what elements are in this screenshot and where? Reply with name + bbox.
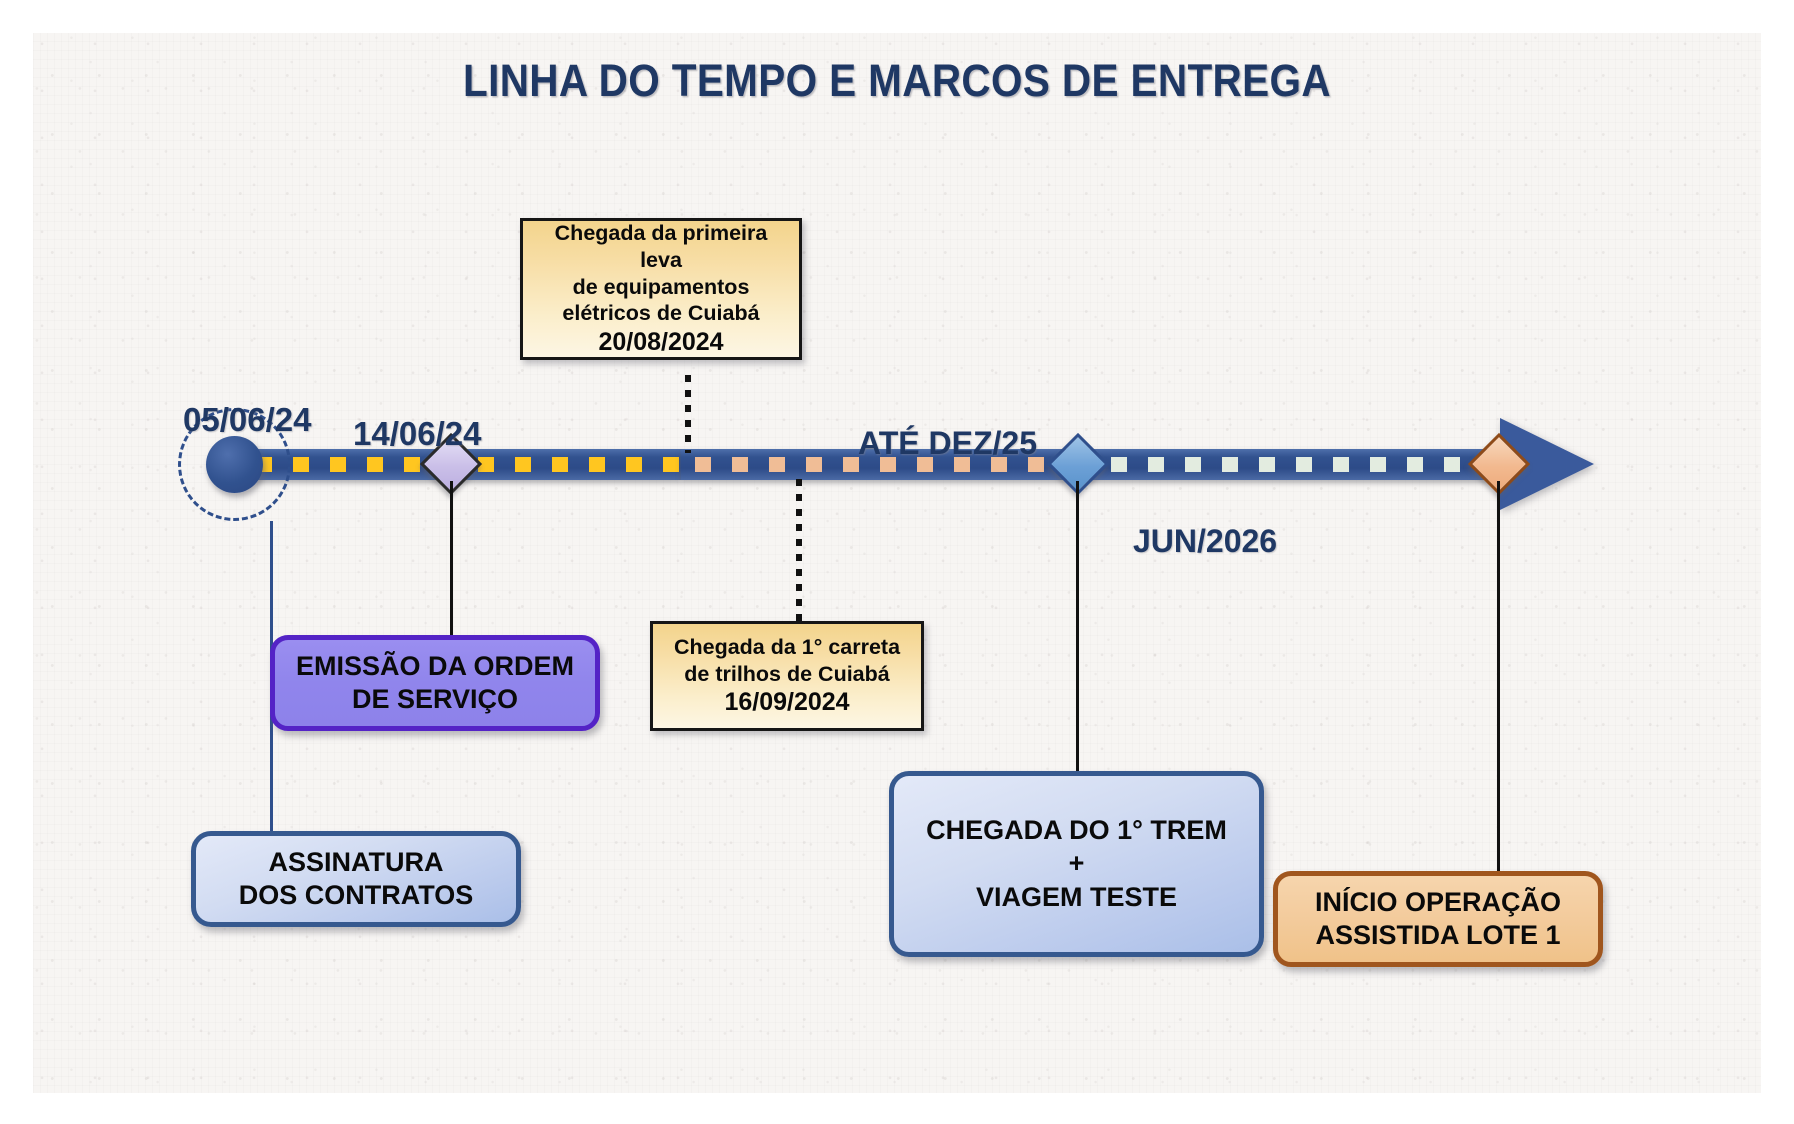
start-node-dashed-ring-icon	[178, 408, 291, 521]
timeline-dash	[663, 457, 679, 472]
callout-chegada-primeiro-trem[interactable]: CHEGADA DO 1° TREM + VIAGEM TESTE	[889, 771, 1264, 957]
timeline-dash	[1296, 457, 1312, 472]
note1-date: 20/08/2024	[598, 327, 724, 356]
timeline-dash	[1333, 457, 1349, 472]
timeline-dash	[1028, 457, 1044, 472]
callout-emissao-line-2: DE SERVIÇO	[351, 684, 519, 714]
timeline-dash	[991, 457, 1007, 472]
timeline-dash	[843, 457, 859, 472]
timeline-dash	[954, 457, 970, 472]
timeline-dash	[1148, 457, 1164, 472]
timeline-dash	[1444, 457, 1460, 472]
timeline-dashes-yellow	[238, 457, 681, 472]
note2-line-1: Chegada da 1° carreta	[673, 634, 901, 659]
timeline-dash	[695, 457, 711, 472]
callout-assinatura-contratos[interactable]: ASSINATURA DOS CONTRATOS	[191, 831, 521, 927]
callout-emissao-line-1: EMISSÃO DA ORDEM	[295, 650, 574, 681]
callout-inicio-line-1: INÍCIO OPERAÇÃO	[1314, 886, 1562, 917]
timeline-dash	[478, 457, 494, 472]
timeline-dash	[1222, 457, 1238, 472]
timeline-dash	[293, 457, 309, 472]
timeline-dash	[404, 457, 420, 472]
date-label-milestone-2: ATÉ DEZ/25	[858, 425, 1037, 461]
timeline-dash	[1259, 457, 1275, 472]
timeline-dash	[589, 457, 605, 472]
callout-assinatura-line-1: ASSINATURA	[268, 846, 444, 877]
timeline-dash	[1370, 457, 1386, 472]
timeline-dash	[1185, 457, 1201, 472]
slide-canvas: LINHA DO TEMPO E MARCOS DE ENTREGA 05/06…	[33, 33, 1761, 1093]
callout-trem-line-3: VIAGEM TESTE	[975, 881, 1178, 912]
callout-trem-line-2: +	[1068, 848, 1085, 879]
page-title: LINHA DO TEMPO E MARCOS DE ENTREGA	[462, 55, 1332, 106]
timeline-dash	[917, 457, 933, 472]
connector-blue-to-trem	[1076, 481, 1079, 781]
timeline-dash	[732, 457, 748, 472]
connector-note1-dotted	[685, 375, 691, 453]
timeline-dash	[626, 457, 642, 472]
timeline-dash	[880, 457, 896, 472]
note2-date: 16/09/2024	[724, 688, 850, 717]
date-label-milestone-3: JUN/2026	[1133, 523, 1278, 559]
timeline-dash	[367, 457, 383, 472]
callout-assinatura-line-2: DOS CONTRATOS	[238, 880, 474, 910]
start-node-circle-icon[interactable]	[206, 436, 263, 493]
timeline-dashes-mint	[1105, 457, 1505, 472]
callout-inicio-line-2: ASSISTIDA LOTE 1	[1315, 920, 1561, 950]
note1-line-2: de equipamentos	[572, 274, 750, 299]
timeline-dash	[515, 457, 531, 472]
callout-emissao-ordem-servico[interactable]: EMISSÃO DA ORDEM DE SERVIÇO	[270, 635, 600, 731]
note2-line-2: de trilhos de Cuiabá	[684, 661, 890, 686]
date-label-milestone-1: 14/06/24	[353, 415, 482, 452]
timeline-graphic	[33, 33, 1761, 1093]
timeline-dash	[769, 457, 785, 472]
connector-orange-to-inicio	[1497, 481, 1500, 896]
connector-note2-dotted	[796, 479, 802, 657]
note-box-equipamentos-eletricos[interactable]: Chegada da primeira leva de equipamentos…	[520, 218, 802, 360]
note-box-carreta-trilhos[interactable]: Chegada da 1° carreta de trilhos de Cuia…	[650, 621, 924, 731]
date-label-start: 05/06/24	[183, 401, 312, 438]
timeline-dash	[552, 457, 568, 472]
callout-inicio-operacao-assistida[interactable]: INÍCIO OPERAÇÃO ASSISTIDA LOTE 1	[1273, 871, 1603, 967]
timeline-dash	[330, 457, 346, 472]
timeline-dash	[806, 457, 822, 472]
note1-line-1: Chegada da primeira leva	[554, 221, 768, 272]
note1-line-3: elétricos de Cuiabá	[562, 301, 760, 326]
timeline-dash	[1407, 457, 1423, 472]
connector-purple-to-emissao	[450, 481, 453, 671]
callout-trem-line-1: CHEGADA DO 1° TREM	[926, 814, 1227, 845]
timeline-dash	[1111, 457, 1127, 472]
